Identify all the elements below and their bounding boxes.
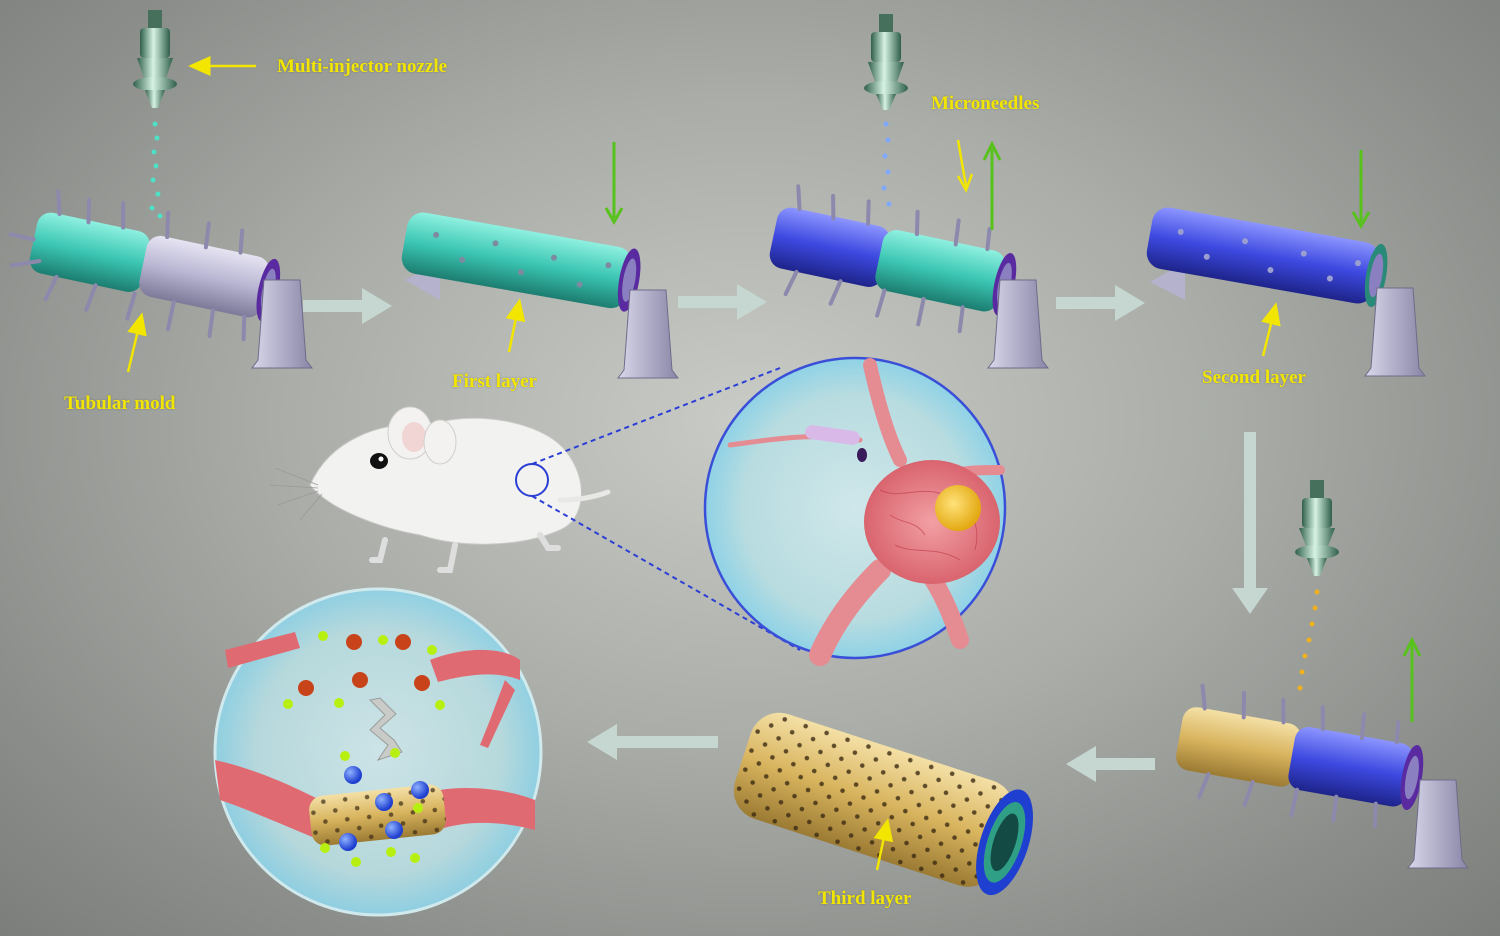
nozzle-icon xyxy=(864,14,908,110)
nerve-repair-bubble xyxy=(213,587,543,917)
stage-tubular-mold xyxy=(8,10,313,369)
stage-third-coating xyxy=(1176,480,1469,869)
label-multi-injector-nozzle: Multi-injector nozzle xyxy=(277,56,448,77)
nozzle-icon xyxy=(133,10,177,108)
label-tubular-mold: Tubular mold xyxy=(64,393,176,414)
nozzle-icon xyxy=(1295,480,1339,576)
label-microneedles: Microneedles xyxy=(931,93,1040,114)
nerve-conduit-icon xyxy=(733,712,1034,896)
neuron-icon xyxy=(703,356,1007,666)
stage-microneedles xyxy=(769,14,1049,369)
label-second-layer: Second layer xyxy=(1202,367,1306,388)
tubular-mold-icon xyxy=(8,189,281,342)
stage-second-layer xyxy=(1146,150,1426,377)
mouse-icon xyxy=(269,406,611,573)
label-first-layer: First layer xyxy=(452,371,537,392)
pointer-arrows xyxy=(126,56,1281,871)
process-arrows xyxy=(303,284,1268,782)
stage-first-layer xyxy=(401,142,679,379)
label-third-layer: Third layer xyxy=(818,888,912,909)
